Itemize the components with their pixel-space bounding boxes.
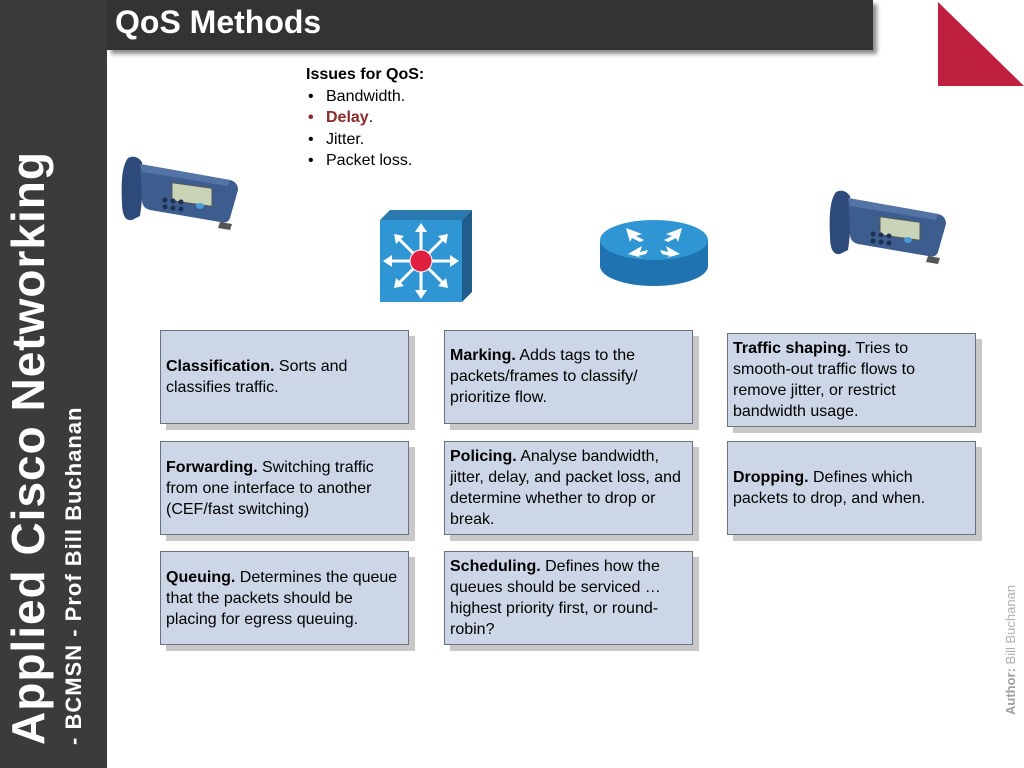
method-desc: Switching traffic from one interface to …: [166, 458, 374, 518]
method-desc: Tries to smooth-out traffic flows to rem…: [733, 340, 915, 420]
title-bar: QoS Methods: [107, 0, 873, 50]
author-label: Author:: [1003, 668, 1018, 715]
issues-heading: Issues for QoS:: [306, 66, 425, 83]
method-name: Forwarding.: [166, 458, 258, 476]
method-name: Scheduling.: [450, 558, 541, 575]
multilayer-switch-icon: [380, 210, 472, 302]
corner-triangle-icon: [938, 2, 1024, 86]
method-desc: Adds tags to the packets/frames to class…: [450, 347, 638, 406]
issue-item: Bandwidth.: [306, 86, 424, 108]
issues-list: Issues for QoS: Bandwidth. Delay. Jitter…: [306, 64, 424, 172]
ip-phone-icon: [121, 156, 238, 230]
page-title: QoS Methods: [115, 4, 322, 40]
ip-phone-icon: [829, 190, 946, 264]
method-box-forwarding: Forwarding. Switching traffic from one i…: [160, 441, 409, 535]
method-name: Policing.: [450, 448, 517, 465]
method-box-marking: Marking. Adds tags to the packets/frames…: [444, 330, 693, 424]
method-desc: Determines the queue that the packets sh…: [166, 568, 398, 628]
method-name: Dropping.: [733, 469, 809, 486]
sidebar-banner: Applied Cisco Networking - BCMSN - Prof …: [0, 0, 107, 768]
author-name: Bill Buchanan: [1003, 584, 1018, 665]
method-box-queuing: Queuing. Determines the queue that the p…: [160, 551, 409, 645]
method-name: Marking.: [450, 347, 516, 364]
method-desc: Analyse bandwidth, jitter, delay, and pa…: [450, 448, 681, 528]
method-desc: Defines which packets to drop, and when.: [733, 469, 926, 507]
course-subtitle: - BCMSN - Prof Bill Buchanan: [61, 406, 86, 745]
method-name: Queuing.: [166, 568, 236, 586]
issue-item: Packet loss.: [306, 150, 424, 172]
method-box-policing: Policing. Analyse bandwidth, jitter, del…: [444, 441, 693, 535]
method-desc: Defines how the queues should be service…: [450, 558, 661, 638]
issue-item: Jitter.: [306, 129, 424, 151]
method-box-traffic-shaping: Traffic shaping. Tries to smooth-out tra…: [727, 333, 976, 427]
course-title: Applied Cisco Networking: [2, 151, 54, 745]
method-box-classification: Classification. Sorts and classifies tra…: [160, 330, 409, 424]
method-desc: Sorts and classifies traffic.: [166, 358, 348, 396]
method-box-scheduling: Scheduling. Defines how the queues shoul…: [444, 551, 693, 645]
method-box-dropping: Dropping. Defines which packets to drop,…: [727, 441, 976, 535]
sidebar-text: Applied Cisco Networking - BCMSN - Prof …: [0, 0, 109, 767]
method-name: Traffic shaping.: [733, 340, 852, 357]
router-icon: [600, 220, 708, 286]
issue-item-highlighted: Delay.: [306, 107, 424, 129]
author-credit: Author: Bill Buchanan: [1003, 585, 1023, 715]
method-name: Classification.: [166, 358, 275, 375]
